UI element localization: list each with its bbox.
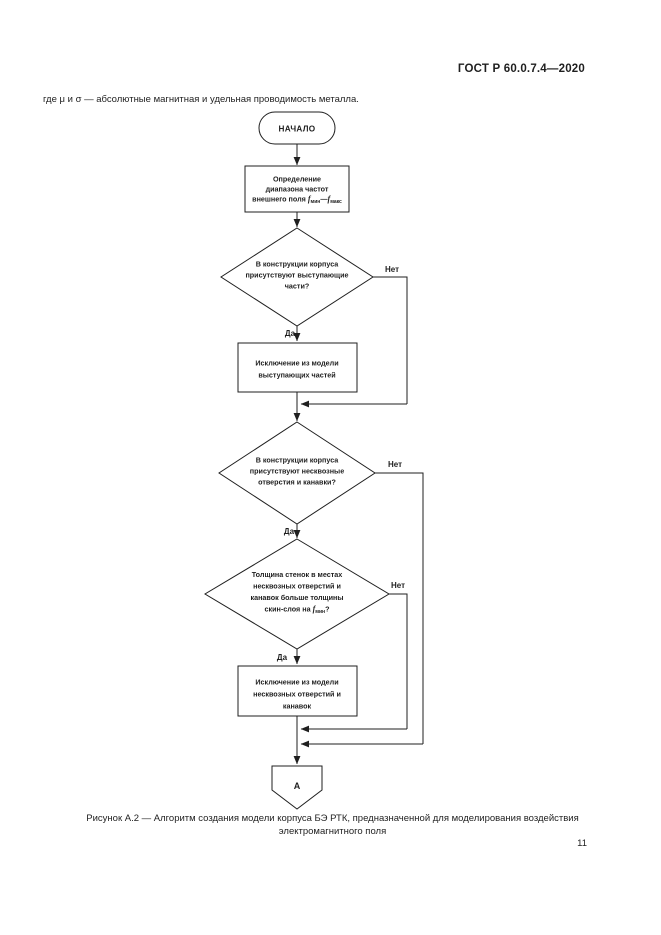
decision-3-line-1: Толщина стенок в местах	[252, 570, 343, 579]
process-exclude-protruding-parts	[237, 342, 358, 393]
standard-number-header: ГОСТ Р 60.0.7.4—2020	[457, 63, 585, 75]
process-3-line-2: несквозных отверстий и	[253, 690, 341, 699]
start-terminator	[258, 111, 336, 145]
process-1-line-3: внешнего поля fмин—fмакс	[252, 195, 342, 206]
no-label-2: Нет	[388, 460, 402, 469]
decision-1-line-3: части?	[285, 282, 310, 291]
flow-lines	[293, 144, 424, 765]
decision-2-line-2: присутствуют несквозные	[250, 467, 344, 476]
decision-2-line-3: отверстия и канавки?	[258, 478, 336, 487]
no-label-3: Нет	[391, 581, 405, 590]
decision-1-line-2: присутствуют выступающие	[245, 271, 348, 280]
decision-3-line-2: несквозных отверстий и	[253, 582, 341, 591]
start-label: НАЧАЛО	[279, 125, 316, 134]
decision-3-line-3: канавок больше толщины	[250, 593, 343, 602]
process-3-line-1: Исключение из модели	[255, 678, 338, 687]
process-1-line-1: Определение	[273, 175, 321, 184]
process-2-line-1: Исключение из модели	[255, 359, 338, 368]
yes-label-2: Да	[284, 527, 295, 536]
yes-label-3: Да	[277, 653, 288, 662]
no-branch-1-wire	[373, 276, 408, 404]
decision-3-line-4: скин-слоя на fмин?	[265, 605, 330, 616]
caption-line-1: Рисунок А.2 — Алгоритм создания модели к…	[86, 813, 579, 824]
process-exclude-holes-grooves	[237, 665, 358, 717]
process-3-line-3: канавок	[283, 702, 312, 711]
process-2-line-2: выступающих частей	[258, 371, 335, 380]
offpage-connector-a	[271, 765, 323, 810]
decision-blind-holes-grooves	[218, 421, 376, 525]
yes-label-1: Да	[285, 329, 296, 338]
no-label-1: Нет	[385, 265, 399, 274]
process-define-frequency-range	[244, 165, 350, 213]
caption-line-2: электромагнитного поля	[278, 826, 387, 837]
intro-text: где μ и σ — абсолютные магнитная и удель…	[43, 94, 359, 105]
decision-wall-thickness-skin-depth	[204, 538, 390, 650]
no-branch-3-wire	[389, 593, 408, 729]
page-number: 11	[577, 838, 587, 849]
process-1-line-2: диапазона частот	[266, 185, 329, 194]
decision-2-line-1: В конструкции корпуса	[256, 456, 340, 465]
no-branch-2-wire	[375, 472, 424, 744]
connector-label: А	[294, 781, 301, 791]
decision-1-line-1: В конструкции корпуса	[256, 260, 340, 269]
figure-caption: Рисунок А.2 — Алгоритм создания модели к…	[40, 812, 625, 838]
decision-protruding-parts	[220, 227, 374, 327]
